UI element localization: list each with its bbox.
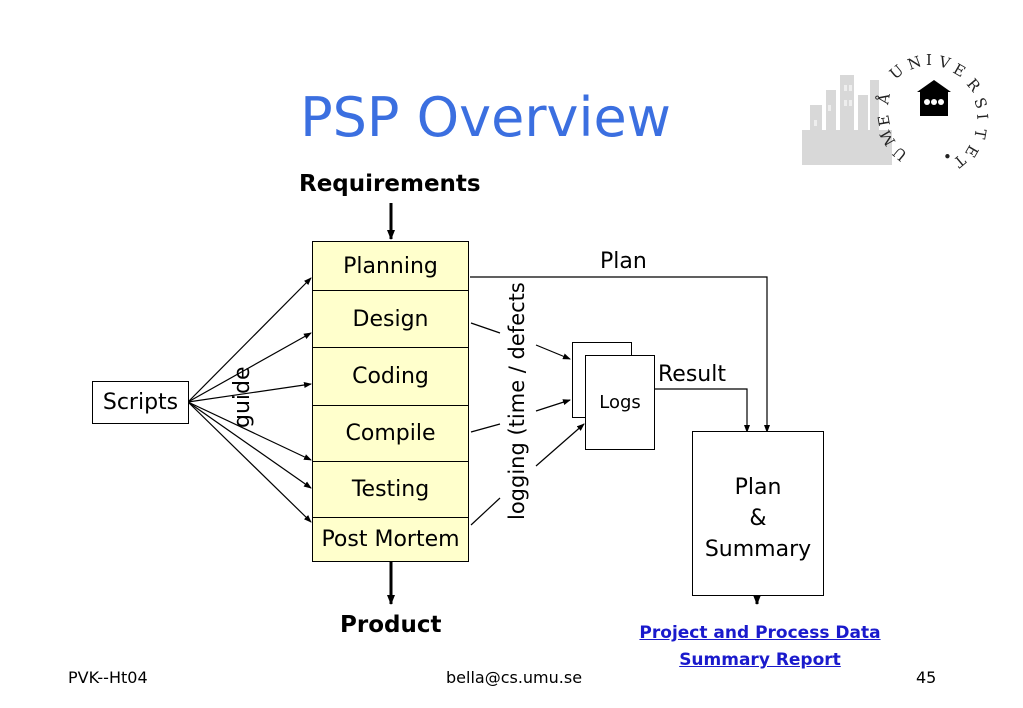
- svg-text:T: T: [970, 127, 989, 140]
- svg-text:Å: Å: [874, 92, 894, 107]
- result-connector: [655, 388, 750, 433]
- logs-box: Logs: [585, 355, 655, 450]
- svg-text:I: I: [973, 113, 991, 121]
- plan-connector: [470, 276, 770, 433]
- footer-center: bella@cs.umu.se: [446, 668, 583, 687]
- logs-label: Logs: [599, 392, 641, 413]
- svg-text:•: •: [943, 148, 952, 166]
- phase-testing: Testing: [312, 461, 469, 518]
- result-label: Result: [658, 362, 726, 387]
- svg-text:E: E: [874, 114, 894, 128]
- logging-arrows: [470, 322, 585, 526]
- plan-summary-box: Plan & Summary: [692, 431, 824, 596]
- summary-line-summary: Summary: [704, 537, 812, 562]
- phase-design: Design: [312, 290, 469, 348]
- guide-label: guide: [230, 366, 255, 428]
- report-link-line1[interactable]: Project and Process Data: [639, 623, 881, 643]
- requirements-label: Requirements: [299, 171, 481, 197]
- footer-left: PVK--Ht04: [68, 668, 148, 687]
- summary-line-amp: &: [749, 506, 767, 531]
- slide-title: PSP Overview: [300, 86, 671, 149]
- university-logo: U N I V E R S I T E T Å E M U •: [800, 50, 1000, 170]
- phase-coding: Coding: [312, 347, 469, 406]
- guide-arrows: [187, 277, 312, 523]
- summary-line-plan: Plan: [734, 475, 782, 500]
- svg-text:I: I: [926, 51, 932, 69]
- logging-label: logging (time / defects: [505, 282, 529, 520]
- logo-graphic: U N I V E R S I T E T Å E M U •: [802, 51, 991, 170]
- product-label: Product: [340, 612, 442, 638]
- summary-report-link[interactable]: Project and Process Data Summary Report: [610, 620, 910, 674]
- svg-text:N: N: [905, 52, 923, 73]
- phase-post-mortem: Post Mortem: [312, 517, 469, 562]
- scripts-box: Scripts: [92, 381, 189, 424]
- footer-page-number: 45: [916, 668, 937, 687]
- scripts-label: Scripts: [102, 390, 179, 415]
- phase-planning: Planning: [312, 241, 469, 291]
- plan-label: Plan: [600, 249, 647, 274]
- report-link-line2[interactable]: Summary Report: [679, 650, 841, 670]
- phase-compile: Compile: [312, 405, 469, 462]
